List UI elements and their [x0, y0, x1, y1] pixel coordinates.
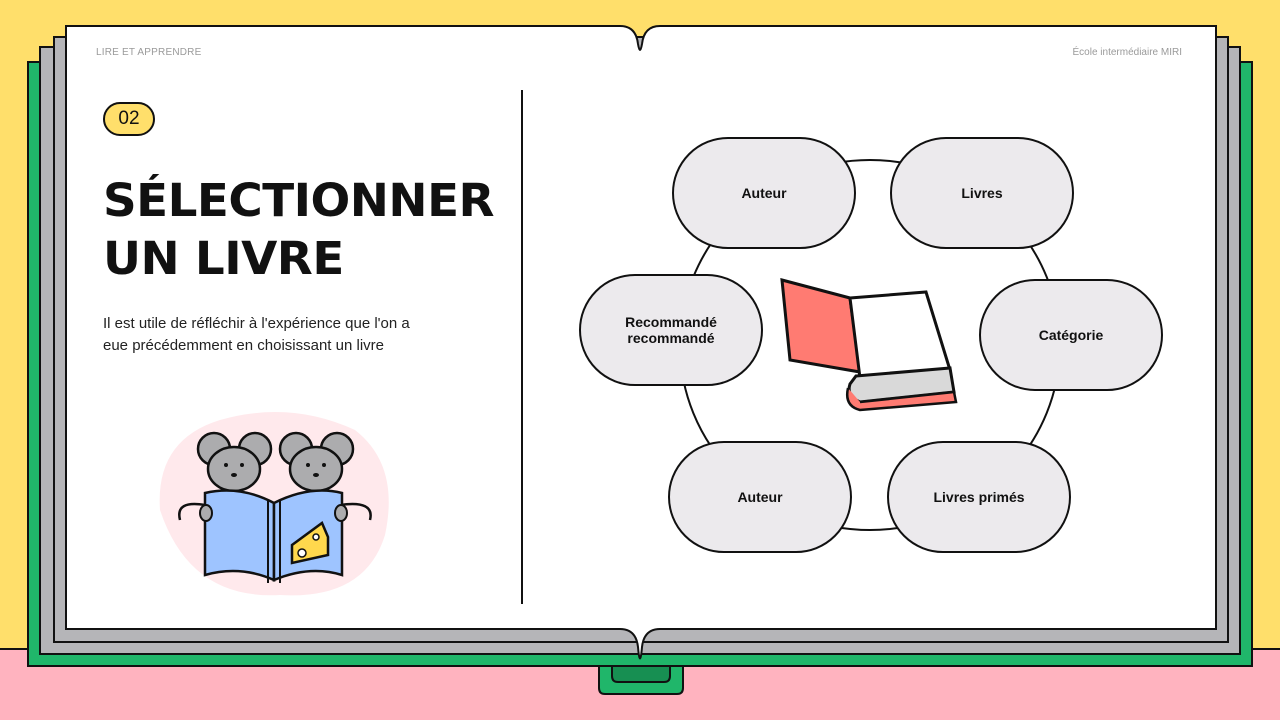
header-school-label: École intermédiaire MIRI: [1072, 47, 1182, 58]
diagram-node-recommended: Recommandé recommandé: [579, 274, 763, 386]
page-divider: [521, 90, 523, 604]
diagram-connectors: [679, 159, 1061, 531]
diagram-node-award-books: Livres primés: [887, 441, 1071, 553]
header-subject-label: LIRE ET APPRENDRE: [96, 47, 202, 58]
diagram-node-books: Livres: [890, 137, 1074, 249]
page-title-line-2: UN LIVRE: [103, 232, 344, 285]
section-description: Il est utile de réfléchir à l'expérience…: [103, 315, 410, 354]
diagram-node-author-top: Auteur: [672, 137, 856, 249]
open-book-icon: [780, 277, 958, 412]
page-title-line-1: SÉLECTIONNER: [103, 174, 495, 227]
page-title: SÉLECTIONNER UN LIVRE: [103, 172, 495, 288]
mice-reading-book-icon: [159, 412, 389, 596]
diagram-node-author-bottom: Auteur: [668, 441, 852, 553]
diagram-node-category: Catégorie: [979, 279, 1163, 391]
section-number-badge: 02: [103, 102, 155, 136]
